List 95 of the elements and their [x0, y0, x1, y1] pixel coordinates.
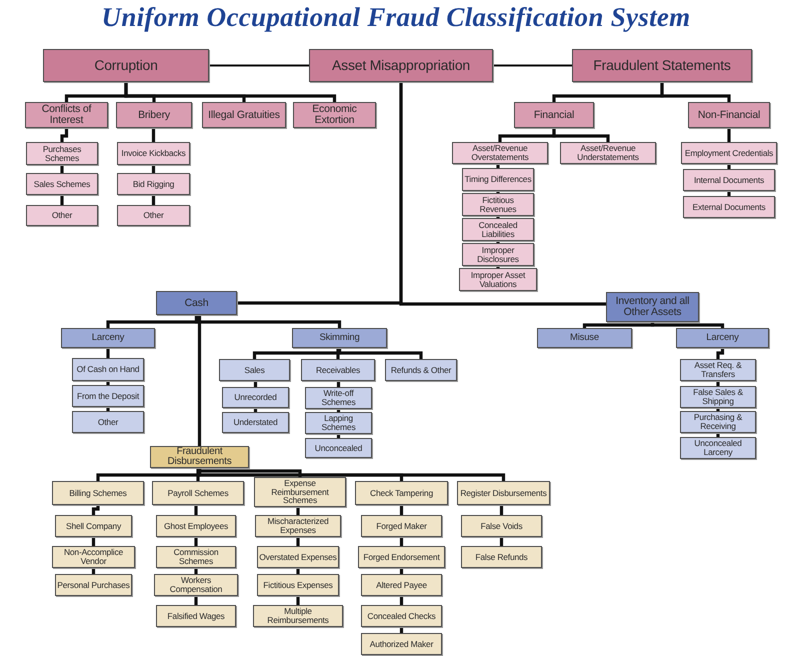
connector-line	[399, 82, 606, 306]
scheme-box: Purchasing & Receiving	[680, 411, 756, 433]
scheme-box: Refunds & Other	[385, 359, 457, 381]
scheme-box: Altered Payee	[361, 574, 442, 596]
category-box: Corruption	[43, 49, 209, 82]
category-box: Fraudulent Statements	[572, 49, 752, 82]
subcategory-box: Skimming	[292, 328, 387, 348]
category-box: Fraudulent Disbursements	[150, 446, 249, 468]
scheme-box: Improper Asset Valuations	[459, 268, 537, 291]
scheme-box: Concealed Checks	[361, 605, 442, 627]
scheme-box: Employment Credentials	[681, 142, 777, 164]
connector-line	[500, 505, 504, 515]
scheme-box: Billing Schemes	[52, 481, 144, 505]
scheme-box: False Sales & Shipping	[680, 386, 756, 408]
scheme-box: Write-off Schemes	[305, 387, 372, 409]
connector-line	[60, 195, 64, 205]
scheme-box: Unrecorded	[222, 387, 289, 408]
scheme-box: Lapping Schemes	[305, 412, 372, 434]
scheme-box: Bid Rigging	[117, 173, 190, 195]
connector-line	[552, 128, 610, 142]
connector-line	[124, 82, 336, 102]
subcategory-box: Financial	[514, 102, 594, 128]
subcategory-box: Bribery	[116, 102, 192, 128]
subcategory-box: Illegal Gratuities	[202, 102, 286, 128]
scheme-box: Of Cash on Hand	[72, 358, 144, 381]
scheme-box: Authorized Maker	[361, 633, 442, 655]
scheme-box: Sales Schemes	[26, 173, 98, 195]
connector-line	[660, 82, 731, 102]
scheme-box: Receivables	[301, 359, 375, 381]
subcategory-box: Economic Extortion	[293, 102, 376, 128]
scheme-box: Register Disbursements	[457, 481, 550, 505]
scheme-box: Multiple Reimbursements	[253, 605, 343, 627]
scheme-box: Improper Disclosures	[462, 243, 534, 266]
scheme-box: False Voids	[461, 515, 542, 537]
scheme-box: Asset Req. & Transfers	[680, 359, 756, 381]
connector-line	[92, 505, 100, 515]
scheme-box: Forged Endorsement	[358, 546, 445, 568]
connector-line	[209, 64, 309, 66]
scheme-box: Shell Company	[55, 515, 132, 537]
scheme-box: Other	[26, 205, 98, 226]
scheme-box: False Refunds	[461, 546, 542, 568]
connector-line	[152, 128, 156, 142]
connector-line	[493, 64, 572, 66]
subcategory-box: Non-Financial	[688, 102, 770, 128]
connector-line	[198, 315, 202, 446]
scheme-box: Payroll Schemes	[152, 481, 244, 505]
subcategory-box: Misuse	[537, 328, 632, 348]
connector-line	[152, 195, 156, 205]
scheme-box: Other	[72, 411, 144, 433]
scheme-box: Falsified Wages	[156, 605, 236, 627]
scheme-box: Mischaracterized Expenses	[255, 515, 341, 537]
scheme-box: Personal Purchases	[55, 574, 132, 596]
scheme-box: Fictitious Revenues	[462, 193, 534, 216]
scheme-box: Sales	[219, 359, 290, 381]
scheme-box: Internal Documents	[683, 169, 775, 191]
scheme-box: Forged Maker	[361, 515, 442, 537]
connector-line	[194, 315, 342, 328]
connector-line	[716, 348, 724, 359]
scheme-box: From the Deposit	[72, 385, 144, 407]
scheme-box: Asset/Revenue Understatements	[560, 142, 656, 164]
scheme-box: Non-Accomplice Vendor	[52, 546, 135, 568]
connector-line	[727, 128, 731, 142]
scheme-box: Invoice Kickbacks	[117, 142, 190, 165]
connector-line	[196, 468, 200, 481]
category-box: Asset Misappropriation	[309, 49, 493, 82]
connector-line	[336, 348, 340, 359]
scheme-box: Understated	[222, 412, 289, 433]
diagram-title: Uniform Occupational Fraud Classification System	[100, 2, 692, 33]
category-box: Cash	[156, 291, 237, 315]
scheme-box: External Documents	[683, 196, 775, 218]
scheme-box: Purchases Schemes	[26, 142, 98, 165]
scheme-box: Workers Compensation	[154, 574, 238, 596]
scheme-box: Overstated Expenses	[257, 546, 339, 568]
connector-line	[106, 348, 110, 358]
connector-line	[198, 468, 506, 481]
scheme-box: Fictitious Expenses	[257, 574, 339, 596]
scheme-box: Unconcealed	[305, 438, 372, 458]
connector-line	[60, 128, 68, 142]
connector-line	[194, 505, 198, 515]
scheme-box: Ghost Employees	[156, 515, 236, 537]
scheme-box: Other	[117, 205, 190, 226]
connector-line	[338, 348, 423, 359]
category-box: Inventory and all Other Assets	[606, 292, 699, 322]
subcategory-box: Conflicts of Interest	[25, 102, 108, 128]
scheme-box: Expense Reimbursement Schemes	[254, 477, 346, 507]
scheme-box: Commission Schemes	[156, 546, 236, 568]
connector-line	[400, 505, 404, 515]
scheme-box: Unconcealed Larceny	[680, 437, 756, 459]
scheme-box: Check Tampering	[355, 481, 448, 505]
scheme-box: Timing Differences	[462, 168, 534, 191]
scheme-box: Asset/Revenue Overstatements	[452, 142, 548, 164]
subcategory-box: Larceny	[676, 328, 769, 348]
connector-line	[650, 322, 724, 328]
subcategory-box: Larceny	[61, 328, 155, 348]
scheme-box: Concealed Liabilities	[462, 218, 534, 241]
